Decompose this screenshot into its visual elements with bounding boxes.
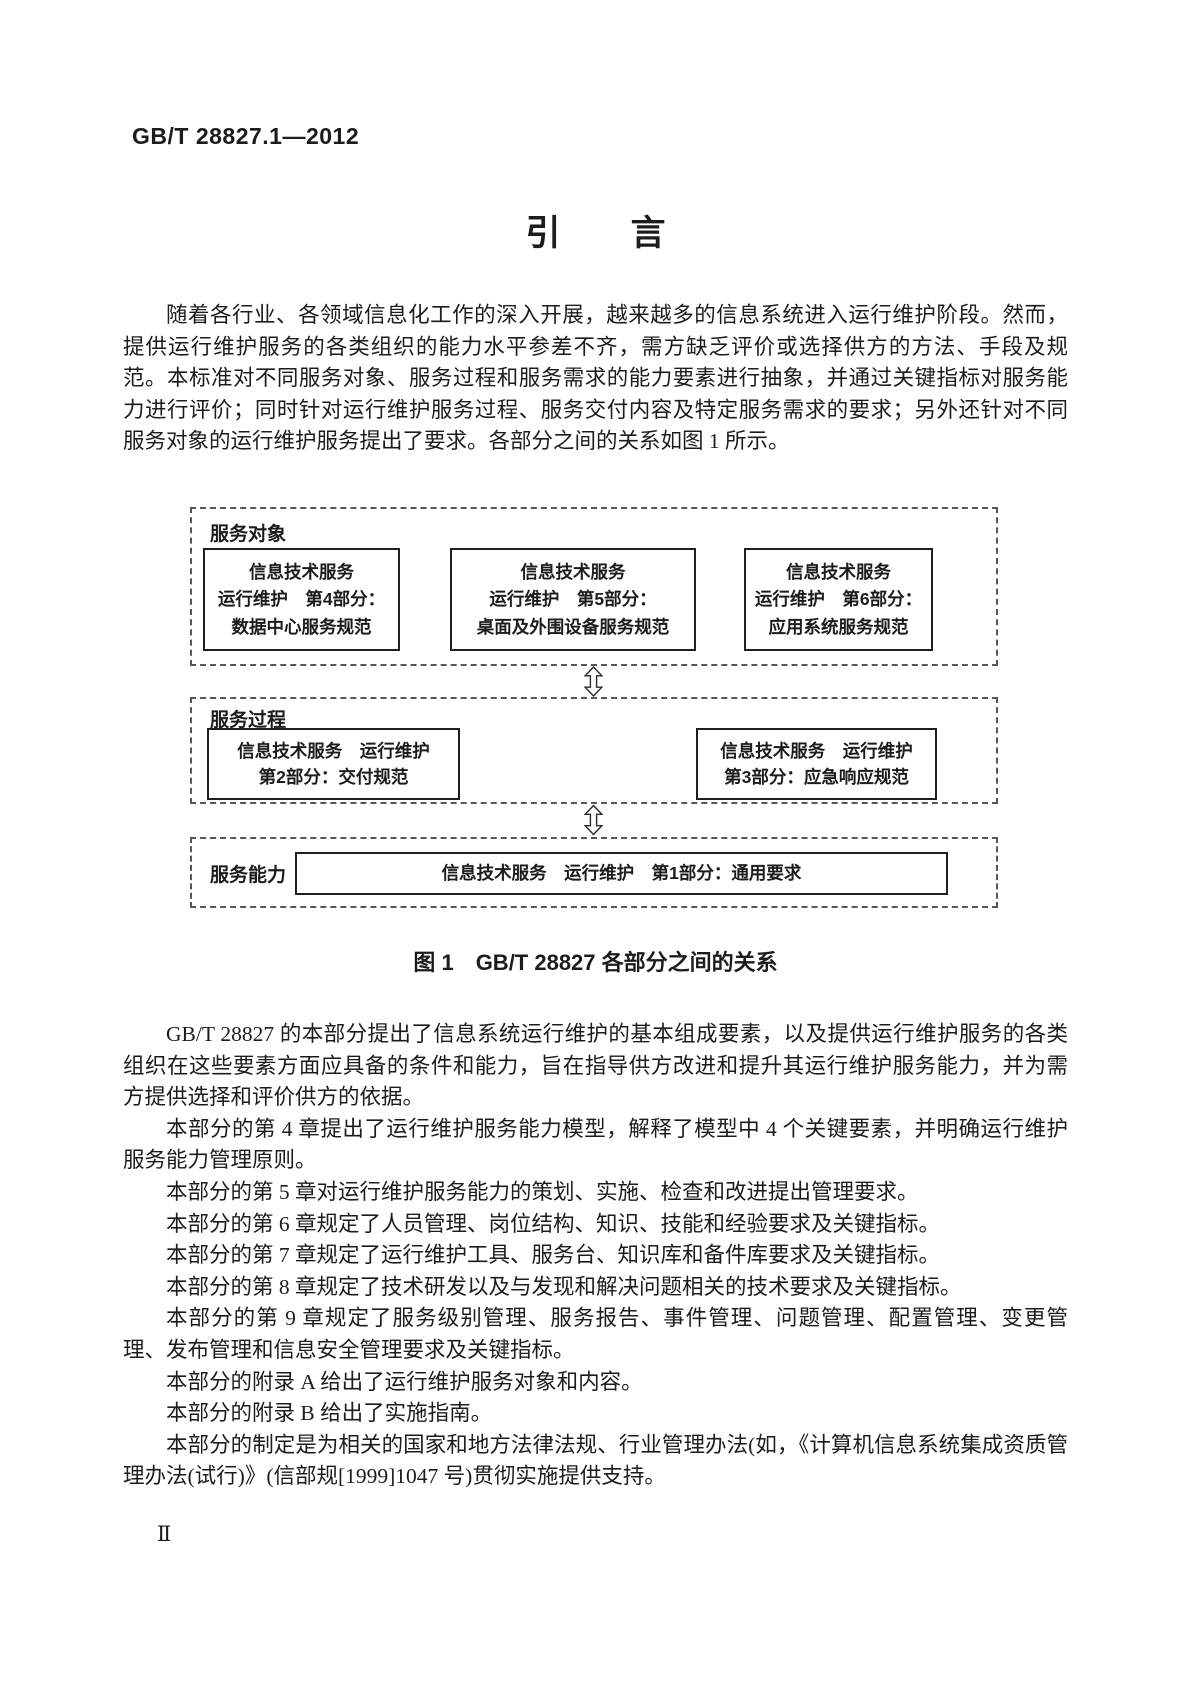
box-line: 应用系统服务规范: [768, 617, 909, 638]
intro-paragraph: 随着各行业、各领域信息化工作的深入开展，越来越多的信息系统进入运行维护阶段。然而…: [123, 303, 1068, 454]
box-line: 信息技术服务: [786, 561, 891, 582]
box-line: 信息技术服务 运行维护: [237, 740, 430, 761]
body-paragraph: 本部分的第 6 章规定了人员管理、岗位结构、知识、技能和经验要求及关键指标。: [166, 1211, 941, 1236]
box-line: 运行维护 第6部分：: [754, 589, 923, 610]
box-line: 运行维护 第4部分：: [217, 589, 386, 610]
page-title: 引 言: [525, 214, 666, 253]
body-paragraph: 本部分的附录 A 给出了运行维护服务对象和内容。: [166, 1369, 643, 1394]
body-paragraphs: GB/T 28827 的本部分提出了信息系统运行维护的基本组成要素，以及提供运行…: [123, 1019, 1068, 1493]
figure-box-part3-emergency: 信息技术服务 运行维护 第3部分：应急响应规范: [696, 728, 937, 800]
figure-box-part1-general: 信息技术服务 运行维护 第1部分：通用要求: [295, 852, 948, 895]
body-paragraph: 本部分的第 5 章对运行维护服务能力的策划、实施、检查和改进提出管理要求。: [166, 1179, 919, 1204]
group-label-service-objects: 服务对象: [210, 524, 287, 545]
figure-group-service-process: 服务过程 信息技术服务 运行维护 第2部分：交付规范 信息技术服务 运行维护 第…: [190, 697, 998, 804]
box-line: 桌面及外围设备服务规范: [476, 617, 670, 638]
figure-1-diagram: 服务对象 信息技术服务 运行维护 第4部分： 数据中心服务规范 信息技术服务 运…: [190, 507, 998, 908]
double-arrow-icon: [584, 804, 603, 836]
body-paragraph: 本部分的制定是为相关的国家和地方法律法规、行业管理办法(如，《计算机信息系统集成…: [123, 1432, 1068, 1489]
figure-caption: 图 1 GB/T 28827 各部分之间的关系: [413, 950, 778, 975]
group-label-service-capability: 服务能力: [210, 865, 287, 886]
page-number: Ⅱ: [157, 1522, 172, 1546]
body-paragraph: 本部分的第 4 章提出了运行维护服务能力模型，解释了模型中 4 个关键要素，并明…: [123, 1116, 1068, 1173]
standard-number: GB/T 28827.1—2012: [132, 123, 360, 149]
body-paragraph: 本部分的第 9 章规定了服务级别管理、服务报告、事件管理、问题管理、配置管理、变…: [123, 1306, 1068, 1362]
box-line: 信息技术服务 运行维护: [720, 740, 913, 761]
figure-box-part6-application: 信息技术服务 运行维护 第6部分： 应用系统服务规范: [744, 548, 933, 651]
figure-group-service-capability: 服务能力 信息技术服务 运行维护 第1部分：通用要求: [190, 837, 998, 908]
body-paragraph: 本部分的第 8 章规定了技术研发以及与发现和解决问题相关的技术要求及关键指标。: [166, 1274, 962, 1299]
body-paragraph: 本部分的附录 B 给出了实施指南。: [166, 1401, 493, 1426]
box-line: 第3部分：应急响应规范: [724, 767, 909, 788]
box-line: 第2部分：交付规范: [258, 767, 409, 788]
figure-box-part2-delivery: 信息技术服务 运行维护 第2部分：交付规范: [207, 728, 460, 800]
box-line: 信息技术服务 运行维护 第1部分：通用要求: [441, 863, 802, 884]
group-label-service-process: 服务过程: [210, 710, 287, 731]
box-line: 信息技术服务: [249, 561, 354, 582]
figure-box-part4-data-center: 信息技术服务 运行维护 第4部分： 数据中心服务规范: [203, 548, 400, 651]
double-arrow-icon: [584, 666, 603, 697]
figure-group-service-objects: 服务对象 信息技术服务 运行维护 第4部分： 数据中心服务规范 信息技术服务 运…: [190, 507, 998, 666]
box-line: 数据中心服务规范: [231, 617, 372, 638]
box-line: 运行维护 第5部分：: [489, 589, 657, 610]
body-paragraph: 本部分的第 7 章规定了运行维护工具、服务台、知识库和备件库要求及关键指标。: [166, 1243, 941, 1268]
body-paragraph: GB/T 28827 的本部分提出了信息系统运行维护的基本组成要素，以及提供运行…: [123, 1022, 1068, 1110]
box-line: 信息技术服务: [520, 561, 626, 582]
figure-box-part5-desktop: 信息技术服务 运行维护 第5部分： 桌面及外围设备服务规范: [450, 548, 696, 651]
